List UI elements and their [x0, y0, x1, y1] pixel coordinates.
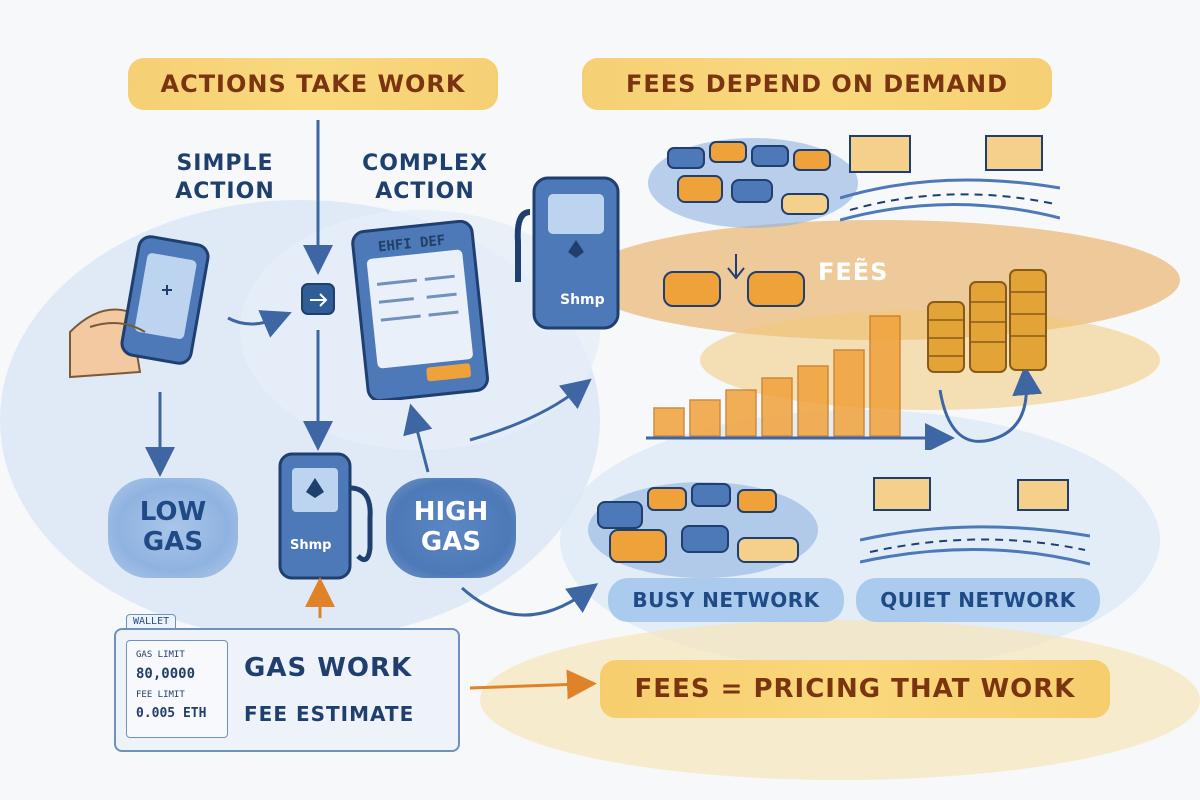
high-gas-badge: HIGH GAS	[386, 478, 516, 578]
complex-action-line1: COMPLEX	[362, 151, 488, 176]
busy-network-label: BUSY NETWORK	[608, 578, 844, 622]
gas-limit-value: 80,0000	[136, 666, 196, 682]
simple-action-line1: SIMPLE	[176, 151, 274, 176]
wallet-card: WALLET GAS LIMIT 80,0000 FEE LIMIT 0.005…	[114, 614, 460, 752]
quiet-network-label: QUIET NETWORK	[856, 578, 1100, 622]
wallet-tab: WALLET	[126, 614, 177, 628]
low-gas-badge: LOW GAS	[108, 478, 238, 578]
left-flow-arrows	[145, 120, 599, 700]
action-token-icon	[301, 283, 335, 315]
simple-action-line2: ACTION	[175, 178, 275, 204]
gas-limit-label: GAS LIMIT	[136, 650, 185, 660]
pump-right-label: Shmp	[560, 292, 605, 308]
pump-left-label: Shmp	[290, 538, 332, 553]
fees-pricing-text: FEES = PRICING THAT WORK	[634, 674, 1076, 704]
fee-value: 0.005 ETH	[136, 706, 207, 721]
high-gas-line2: GAS	[420, 527, 482, 557]
fee-estimate-label: FEE ESTIMATE	[244, 702, 415, 726]
feedback-loop-arrow	[938, 370, 1043, 443]
complex-device-illustration	[351, 220, 489, 400]
phone-in-hand-illustration	[69, 235, 210, 379]
quiet-road-top-illustration	[840, 135, 1060, 222]
wallet-inner-panel	[126, 640, 228, 738]
quiet-road-bottom-illustration	[860, 477, 1090, 566]
high-gas-line1: HIGH	[413, 497, 489, 528]
coin-stacks-icon	[927, 269, 1047, 373]
busy-traffic-bottom-illustration	[588, 482, 818, 578]
actions-banner-text: ACTIONS TAKE WORK	[160, 70, 466, 98]
gas-pump-left-icon	[278, 452, 373, 580]
fees-banner-text: FEES DEPEND ON DEMAND	[625, 70, 1009, 98]
gas-work-label: GAS WORK	[244, 653, 413, 683]
low-gas-line1: LOW	[139, 497, 207, 528]
fees-pricing-banner: FEES = PRICING THAT WORK	[600, 660, 1110, 718]
fee-limit-label: FEE LIMIT	[136, 690, 185, 700]
busy-traffic-top-illustration	[648, 138, 858, 228]
low-gas-line2: GAS	[142, 527, 204, 557]
complex-action-line2: ACTION	[375, 178, 475, 204]
rising-fee-bars-illustration	[646, 315, 955, 450]
fees-cars-illustration	[663, 254, 805, 307]
fees-depend-banner: FEES DEPEND ON DEMAND	[582, 58, 1052, 110]
complex-action-label: COMPLEX ACTION	[340, 150, 510, 205]
fees-label: FEẼS	[818, 258, 889, 286]
gas-pump-right-icon	[514, 176, 620, 330]
simple-action-label: SIMPLE ACTION	[150, 150, 300, 205]
actions-take-work-banner: ACTIONS TAKE WORK	[128, 58, 498, 110]
quiet-network-text: QUIET NETWORK	[880, 588, 1076, 612]
busy-network-text: BUSY NETWORK	[632, 588, 820, 612]
